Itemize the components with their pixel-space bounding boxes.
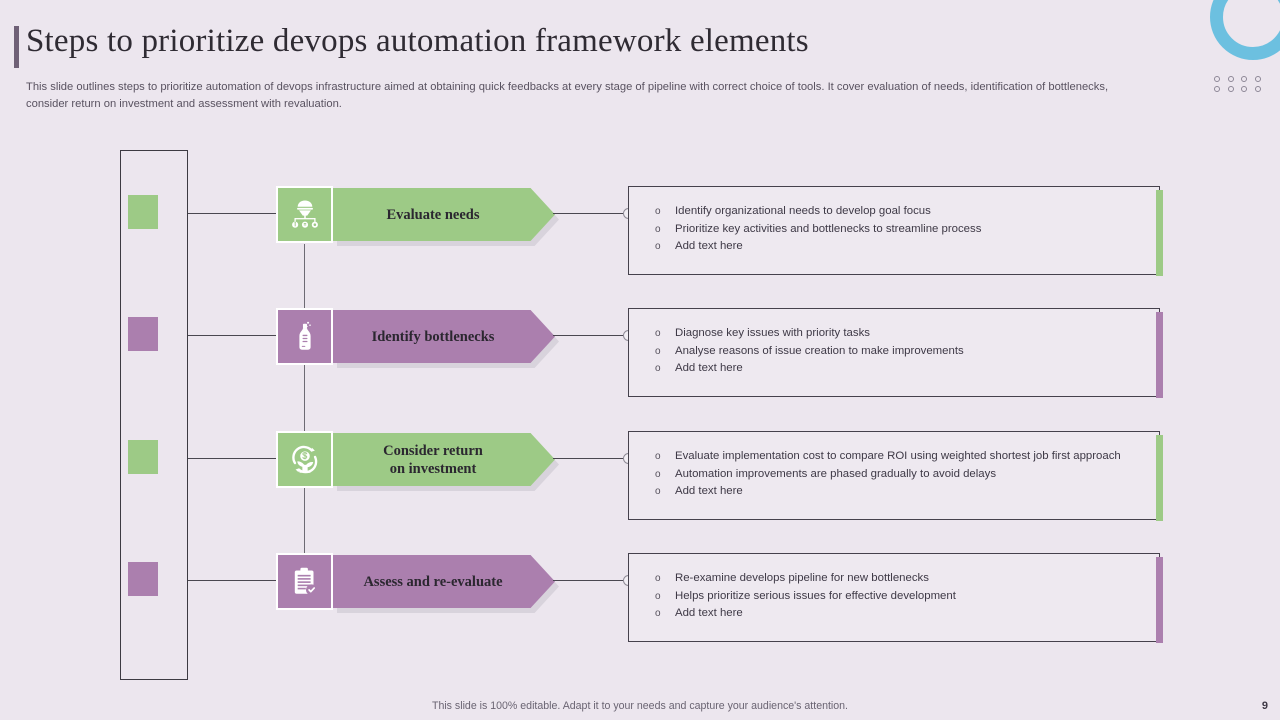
decorative-dot xyxy=(1227,76,1234,82)
clipboard-check-icon xyxy=(288,565,322,599)
bullet-item: Prioritize key activities and bottleneck… xyxy=(653,221,1143,239)
decorative-dot xyxy=(1241,86,1247,92)
org-needs-network-icon-box[interactable] xyxy=(276,186,333,243)
step-bullet-list: Diagnose key issues with priority tasksA… xyxy=(653,325,1143,378)
step-banner-label-2: Identify bottlenecks xyxy=(371,328,495,345)
step-to-panel-connector xyxy=(553,213,629,214)
process-diagram: Evaluate needs Identify organizational n… xyxy=(0,126,1280,680)
bullet-item: Add text here xyxy=(653,483,1143,501)
bullet-item: Evaluate implementation cost to compare … xyxy=(653,448,1143,466)
bullet-item: Helps prioritize serious issues for effe… xyxy=(653,588,1143,606)
step-to-panel-connector xyxy=(553,335,629,336)
legend-connector-line xyxy=(188,458,276,459)
legend-swatch-2[interactable] xyxy=(128,317,158,351)
decorative-dot xyxy=(1227,86,1234,92)
bullet-item: Add text here xyxy=(653,605,1143,623)
step-bullet-list: Identify organizational needs to develop… xyxy=(653,203,1143,256)
bullet-item: Add text here xyxy=(653,238,1143,256)
step-detail-panel-1[interactable]: Identify organizational needs to develop… xyxy=(628,186,1163,276)
panel-accent-bar xyxy=(1156,190,1163,276)
bullet-item: Diagnose key issues with priority tasks xyxy=(653,325,1143,343)
step-bullet-list: Re-examine develops pipeline for new bot… xyxy=(653,570,1143,623)
bullet-item: Automation improvements are phased gradu… xyxy=(653,466,1143,484)
step-banner-shape xyxy=(333,433,555,486)
footer-note: This slide is 100% editable. Adapt it to… xyxy=(431,700,849,712)
legend-connector-line xyxy=(188,335,276,336)
title-accent-bar xyxy=(14,26,19,68)
step-to-panel-connector xyxy=(553,580,629,581)
legend-connector-line xyxy=(188,213,276,214)
step-banner-label-3: Consider return on investment xyxy=(383,442,483,477)
decorative-dot xyxy=(1214,86,1220,92)
step-banner[interactable]: Identify bottlenecks xyxy=(333,310,559,368)
step-detail-panel-2[interactable]: Diagnose key issues with priority tasksA… xyxy=(628,308,1163,398)
page-number: 9 xyxy=(1261,700,1268,712)
legend-swatch-1[interactable] xyxy=(128,195,158,229)
vertical-connector-rail xyxy=(304,244,305,584)
legend-column xyxy=(120,150,188,680)
clipboard-check-icon-box[interactable] xyxy=(276,553,333,610)
step-banner-shape xyxy=(333,555,555,608)
step-banner-label-1: Evaluate needs xyxy=(386,206,480,223)
legend-connector-line xyxy=(188,580,276,581)
bullet-item: Add text here xyxy=(653,360,1143,378)
page-title: Steps to prioritize devops automation fr… xyxy=(26,23,809,59)
page-subtitle: This slide outlines steps to prioritize … xyxy=(26,81,1109,110)
step-bullet-list: Evaluate implementation cost to compare … xyxy=(653,448,1143,501)
roi-money-growth-icon-box[interactable] xyxy=(276,431,333,488)
bullet-item: Identify organizational needs to develop… xyxy=(653,203,1143,221)
step-banner[interactable]: Evaluate needs xyxy=(333,188,559,246)
step-banner-shape xyxy=(333,188,555,241)
roi-money-growth-icon xyxy=(288,443,322,477)
panel-accent-bar xyxy=(1156,557,1163,643)
step-to-panel-connector xyxy=(553,458,629,459)
bullet-item: Re-examine develops pipeline for new bot… xyxy=(653,570,1143,588)
bottle-neck-icon-box[interactable] xyxy=(276,308,333,365)
step-banner-label-4: Assess and re-evaluate xyxy=(363,573,503,590)
legend-swatch-4[interactable] xyxy=(128,562,158,596)
panel-accent-bar xyxy=(1156,435,1163,521)
decorative-dot xyxy=(1241,76,1247,82)
slide-header: Steps to prioritize devops automation fr… xyxy=(0,0,1280,126)
step-banner[interactable]: Assess and re-evaluate xyxy=(333,555,559,613)
org-needs-network-icon xyxy=(288,198,322,232)
decorative-dot-grid-icon xyxy=(1214,76,1264,92)
decorative-dot xyxy=(1214,76,1220,82)
bottle-neck-icon xyxy=(288,320,322,354)
step-banner[interactable]: Consider return on investment xyxy=(333,433,559,491)
bullet-item: Analyse reasons of issue creation to mak… xyxy=(653,343,1143,361)
decorative-dot xyxy=(1254,76,1261,82)
decorative-dot xyxy=(1254,86,1261,92)
step-detail-panel-4[interactable]: Re-examine develops pipeline for new bot… xyxy=(628,553,1163,643)
step-detail-panel-3[interactable]: Evaluate implementation cost to compare … xyxy=(628,431,1163,521)
step-banner-shape xyxy=(333,310,555,363)
panel-accent-bar xyxy=(1156,312,1163,398)
legend-swatch-3[interactable] xyxy=(128,440,158,474)
